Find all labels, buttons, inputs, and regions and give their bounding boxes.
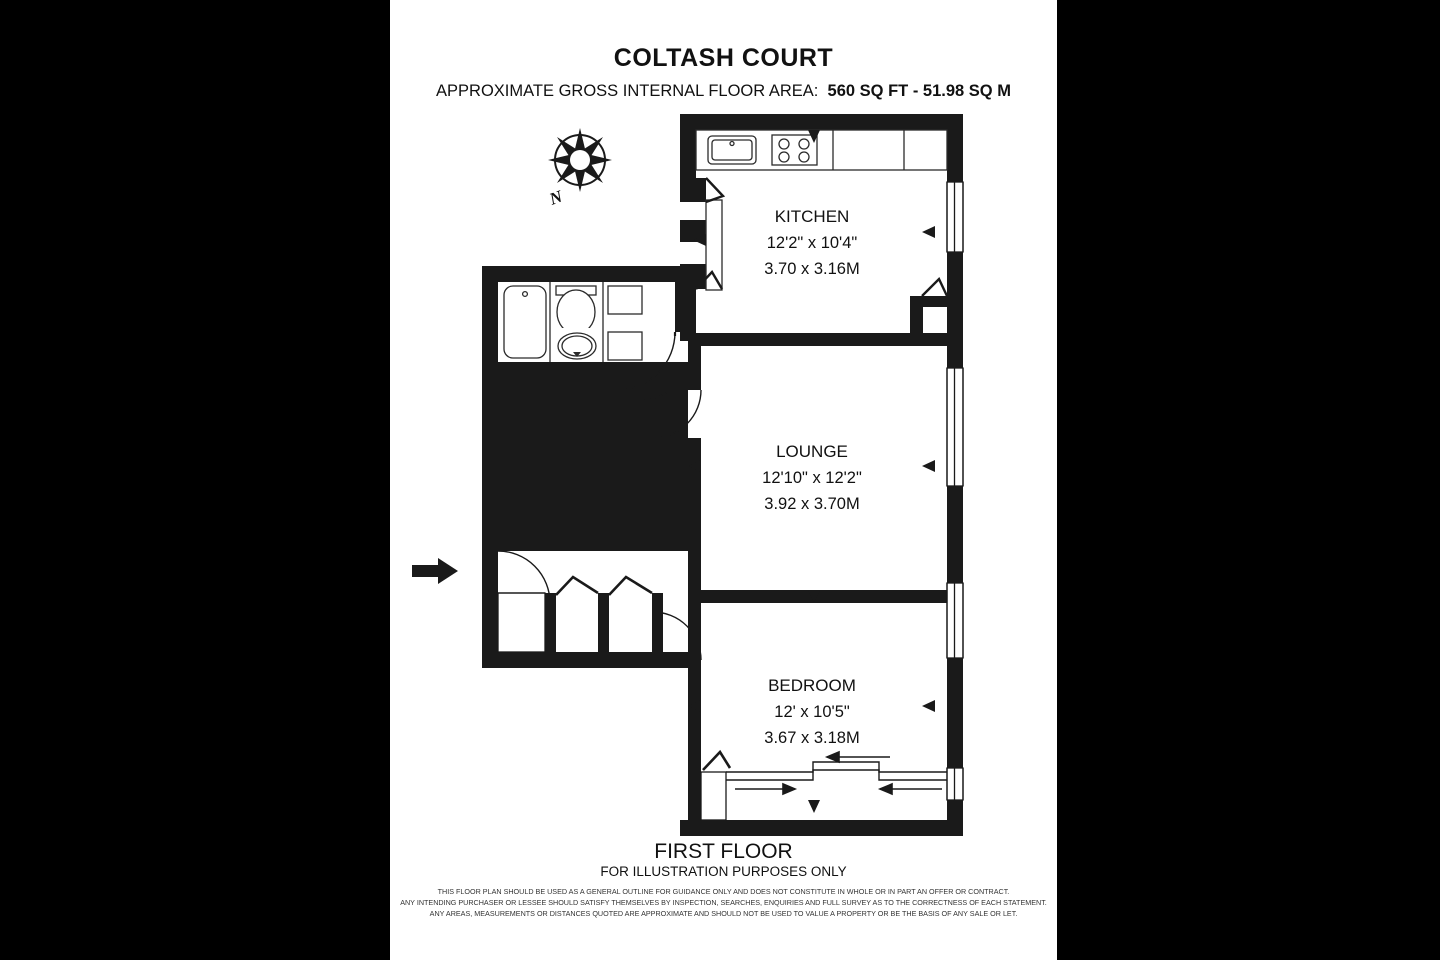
basin-fixture [556,328,600,362]
cupboard-1 [497,592,546,653]
direction-markers [688,130,935,813]
disclaimer-block: THIS FLOOR PLAN SHOULD BE USED AS A GENE… [390,886,1057,919]
room-label-kitchen: KITCHEN 12'2" x 10'4" 3.70 x 3.16M [764,207,859,278]
floor-area-line: APPROXIMATE GROSS INTERNAL FLOOR AREA: 5… [390,82,1057,101]
sliding-wardrobe [726,761,947,781]
bedroom-closet-door [702,749,732,771]
bedroom-dim-metric: 3.67 x 3.18M [764,729,859,747]
door-group [497,177,949,661]
kitchen-name: KITCHEN [775,207,850,226]
floor-label: FIRST FLOOR [654,840,793,863]
bedroom-name: BEDROOM [768,676,856,695]
toilet-fixture [556,289,596,335]
floor-plan-drawing: N KITCHEN 12'2" x 10'4" 3.70 x 3.16M LOU… [412,114,964,836]
wardrobe-slide-arrows [735,750,942,796]
door-bedroom [652,611,702,661]
entrance-arrow [412,558,458,584]
bathtub-fixture [503,285,547,359]
wall-structure [482,114,963,836]
kitchen-dim-imperial: 12'2" x 10'4" [767,234,858,252]
lounge-name: LOUNGE [776,442,848,461]
compass-rose-icon: N [546,128,612,209]
sink-fixture [707,135,757,165]
door-entrance [497,550,551,604]
floorplan-page: COLTASH COURT APPROXIMATE GROSS INTERNAL… [390,0,1057,960]
floor-area-lead: APPROXIMATE GROSS INTERNAL FLOOR AREA: [436,82,819,100]
door-kitchen-corner [921,276,949,297]
disclaimer-line-2: ANY INTENDING PURCHASER OR LESSEE SHOULD… [400,898,1047,907]
kitchen-corner-nib [910,296,947,333]
bedroom-closet [700,771,727,821]
hob-fixture [771,134,818,166]
hall-cupboard-doors [555,575,653,596]
kitchen-fixtures [695,129,948,171]
door-kitchen [635,340,697,402]
bathroom-fixtures [498,282,675,362]
compass-north-label: N [546,186,566,209]
lounge-dim-metric: 3.92 x 3.70M [764,495,859,513]
door-lounge [652,389,702,439]
bathroom-unit-bottom [607,331,643,361]
hall-cupboards [497,592,546,653]
room-label-bedroom: BEDROOM 12' x 10'5" 3.67 x 3.18M [764,676,859,747]
disclaimer-line-1: THIS FLOOR PLAN SHOULD BE USED AS A GENE… [437,887,1010,896]
kitchen-dim-metric: 3.70 x 3.16M [764,260,859,278]
door-hall-cupboard-bottom [695,270,724,290]
bedroom-dim-imperial: 12' x 10'5" [774,703,850,721]
lounge-dim-imperial: 12'10" x 12'2" [762,469,862,487]
disclaimer-line-3: ANY AREAS, MEASUREMENTS OR DISTANCES QUO… [429,909,1018,918]
floor-area-value: 560 SQ FT - 51.98 SQ M [827,82,1011,100]
door-bathroom [616,331,676,391]
floor-sublabel: FOR ILLUSTRATION PURPOSES ONLY [600,864,847,879]
window-group [946,181,964,801]
page-title: COLTASH COURT [613,44,834,72]
hall-cupboard-partitions [545,593,663,652]
door-hall-cupboard-top [705,177,726,204]
room-label-lounge: LOUNGE 12'10" x 12'2" 3.92 x 3.70M [762,442,862,513]
bathroom-unit-top [607,285,643,315]
